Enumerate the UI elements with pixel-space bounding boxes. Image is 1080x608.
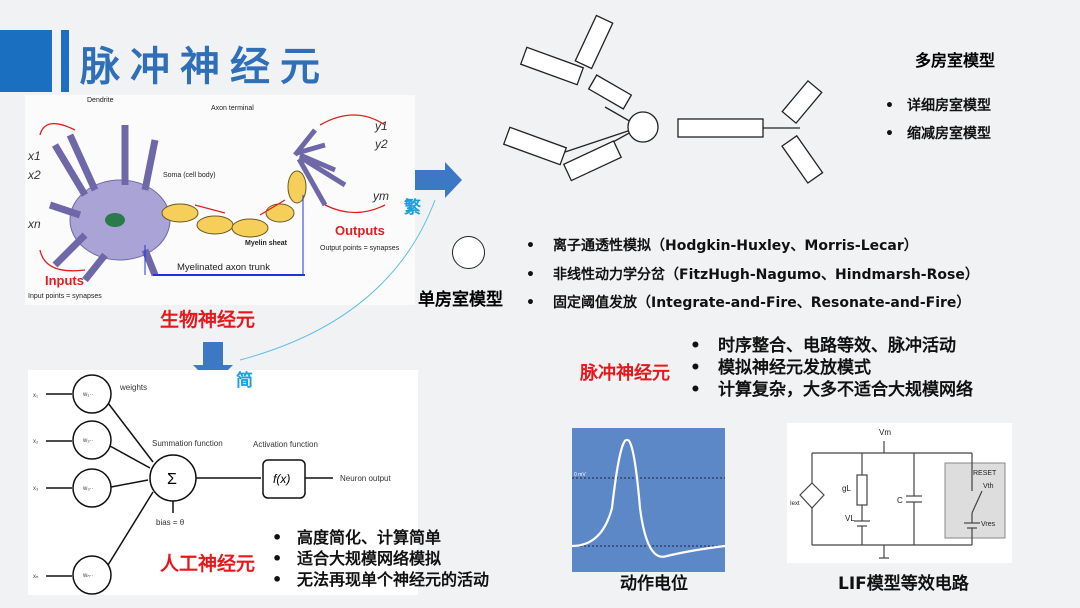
biological-neuron-diagram: Dendrite Axon terminal Soma (cell body) …: [25, 95, 415, 305]
item-text: 适合大规模网络模拟: [297, 549, 442, 568]
weight-node: w₁··: [82, 392, 93, 398]
page-title: 脉冲神经元: [80, 44, 330, 90]
sigma-symbol: Σ: [167, 471, 177, 488]
ann-list: •高度简化、计算简单 •适合大规模网络模拟 •无法再现单个神经元的活动: [272, 527, 489, 590]
flow-arrows: [193, 162, 462, 385]
title-bar: [61, 30, 69, 92]
multi-compartment-diagram: [502, 14, 824, 184]
x1-label: x1: [27, 149, 41, 163]
list-item: •离子通透性模拟（Hodgkin-Huxley、Morris-Lecar）: [526, 238, 918, 254]
item-text: 详细房室模型: [907, 98, 991, 114]
vth-label: Vth: [983, 483, 994, 490]
list-item: •非线性动力学分岔（FitzHugh-Nagumo、Hindmarsh-Rose…: [526, 266, 979, 283]
iext-label: Iext: [790, 501, 800, 507]
input-x1: x₁: [33, 393, 38, 399]
ym-label: ym: [372, 189, 389, 203]
spike-curve: [572, 438, 725, 558]
output-label: Neuron output: [340, 474, 391, 483]
soma-label: Soma (cell body): [163, 172, 216, 179]
lif-caption: LIF模型等效电路: [838, 574, 969, 594]
multi-compartment-list: •详细房室模型 •缩减房室模型: [885, 92, 991, 148]
outputs-label: Outputs: [335, 223, 385, 238]
c-label: C: [897, 496, 903, 505]
list-item: •缩减房室模型: [885, 126, 991, 142]
item-text: 高度简化、计算简单: [297, 528, 442, 547]
list-item: •计算复杂，大多不适合大规模网络: [690, 380, 973, 400]
input-x2: x₂: [33, 439, 39, 445]
item-text: 无法再现单个神经元的活动: [297, 570, 490, 589]
list-item: •详细房室模型: [885, 98, 991, 114]
y1-label: y1: [374, 119, 388, 133]
myelin-label: Myelin sheat: [245, 240, 288, 247]
summation-label: Summation function: [152, 439, 223, 448]
artificial-neuron-diagram: x₁ x₂ x₃ xₙ w₁·· w₂·· w₃·· wₙ·· weights …: [28, 370, 418, 595]
item-text: 固定阈值发放（Integrate-and-Fire、Resonate-and-F…: [553, 295, 971, 311]
list-item: •时序整合、电路等效、脉冲活动: [690, 336, 956, 356]
item-text: 计算复杂，大多不适合大规模网络: [718, 380, 973, 400]
vres-label: Vres: [981, 521, 996, 528]
title-block: [0, 30, 52, 92]
single-compartment-label: 单房室模型: [418, 290, 503, 310]
list-item: •固定阈值发放（Integrate-and-Fire、Resonate-and-…: [526, 295, 971, 311]
trunk-label: Myelinated axon trunk: [177, 262, 270, 273]
snn-label: 脉冲神经元: [580, 363, 670, 384]
weight-node: w₃··: [82, 486, 94, 492]
item-text: 缩减房室模型: [907, 126, 991, 142]
gl-label: gL: [842, 484, 851, 493]
list-item: •适合大规模网络模拟: [272, 549, 442, 568]
list-item: •高度简化、计算简单: [272, 528, 442, 547]
lif-circuit-diagram: Vm gL VL C Iext RESET Vth Vres: [787, 423, 1012, 563]
right-arrow-icon: [415, 162, 462, 198]
xn-label: xn: [27, 217, 41, 231]
ann-label: 人工神经元: [160, 553, 256, 575]
input-xn: xₙ: [33, 574, 39, 580]
weight-node: w₂··: [82, 438, 94, 444]
y2-label: y2: [374, 137, 388, 151]
output-points-label: Output points = synapses: [320, 245, 400, 252]
single-compartment-circle: [452, 236, 485, 269]
vl-label: VL: [845, 514, 855, 523]
list-item: •模拟神经元发放模式: [690, 358, 871, 378]
action-potential-plot: 0 mV: [572, 428, 725, 572]
complex-label: 繁: [404, 198, 421, 218]
reset-label: RESET: [973, 470, 997, 477]
inputs-label: Inputs: [45, 273, 84, 288]
dendrite-label: Dendrite: [87, 97, 114, 104]
simple-label: 简: [236, 371, 253, 391]
input-points-label: Input points = synapses: [28, 293, 102, 300]
x2-label: x2: [27, 168, 41, 182]
weight-node: wₙ··: [82, 573, 94, 579]
zero-mv-label: 0 mV: [574, 472, 586, 478]
item-text: 模拟神经元发放模式: [718, 358, 871, 378]
snn-list: •时序整合、电路等效、脉冲活动 •模拟神经元发放模式 •计算复杂，大多不适合大规…: [690, 335, 973, 401]
item-text: 时序整合、电路等效、脉冲活动: [718, 336, 956, 356]
nucleus: [105, 213, 125, 227]
input-x3: x₃: [33, 486, 39, 492]
axon-terminal-label: Axon terminal: [211, 105, 254, 112]
vm-label: Vm: [879, 428, 891, 437]
multi-compartment-label: 多房室模型: [915, 51, 996, 70]
item-text: 非线性动力学分岔（FitzHugh-Nagumo、Hindmarsh-Rose）: [553, 266, 979, 283]
list-item: •无法再现单个神经元的活动: [272, 570, 490, 589]
activation-label: Activation function: [253, 440, 318, 449]
weights-label: weights: [119, 383, 147, 392]
curve-arrow: [239, 199, 436, 361]
item-text: 离子通透性模拟（Hodgkin-Huxley、Morris-Lecar）: [553, 238, 918, 254]
single-compartment-list: •离子通透性模拟（Hodgkin-Huxley、Morris-Lecar） •非…: [526, 232, 979, 318]
action-potential-caption: 动作电位: [620, 574, 688, 594]
activation-fx: f(x): [273, 472, 290, 486]
bio-neuron-label: 生物神经元: [160, 309, 256, 331]
bias-label: bias = θ: [156, 518, 185, 527]
